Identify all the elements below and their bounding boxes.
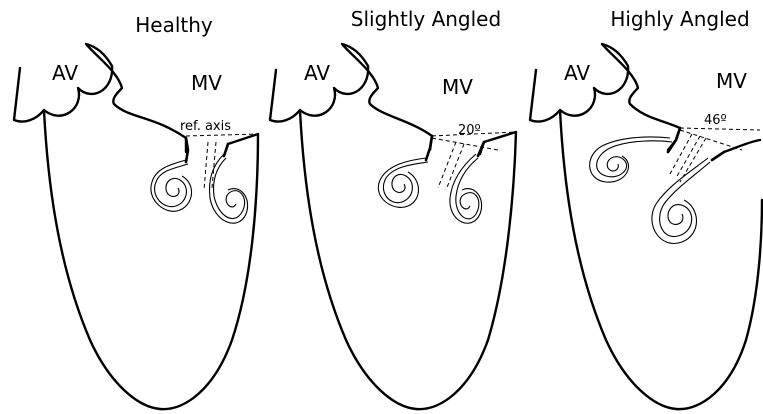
vortex-right bbox=[210, 154, 248, 223]
mitral-valve-label: MV bbox=[442, 75, 473, 99]
panel-title: Slightly Angled bbox=[351, 7, 501, 31]
panel-title: Highly Angled bbox=[610, 7, 749, 31]
reference-axis-label: ref. axis bbox=[180, 119, 231, 134]
aortic-valve-label: AV bbox=[304, 61, 330, 85]
heart-outline bbox=[14, 44, 258, 409]
mitral-valve-label: MV bbox=[716, 69, 747, 93]
angle-label: 46º bbox=[704, 113, 727, 128]
vortex-left bbox=[378, 158, 428, 207]
tilted-axis-line bbox=[446, 144, 464, 190]
aortic-valve-label: AV bbox=[564, 61, 590, 85]
angle-label: 20º bbox=[458, 123, 481, 138]
panel-highly-angled: Highly Angled AV MV 46º bbox=[530, 7, 762, 409]
posterior-leaflet bbox=[712, 152, 724, 160]
heart-outline bbox=[270, 44, 516, 409]
panel-slightly-angled: Slightly Angled AV MV 20º bbox=[270, 7, 516, 409]
anterior-leaflet bbox=[668, 128, 680, 152]
posterior-leaflet bbox=[224, 144, 228, 156]
tilted-axis-line bbox=[438, 142, 456, 188]
panel-title: Healthy bbox=[135, 13, 213, 37]
annulus-dashed-line bbox=[680, 128, 760, 130]
tilted-annulus-line bbox=[680, 130, 742, 150]
heart-outline bbox=[530, 44, 762, 409]
reference-axis-line bbox=[204, 142, 208, 190]
panel-healthy: Healthy AV MV ref. axis bbox=[14, 13, 258, 409]
tilted-axis-line bbox=[670, 134, 692, 174]
vortex-left bbox=[590, 137, 672, 182]
mitral-valve-label: MV bbox=[191, 71, 222, 95]
vortex-left bbox=[151, 160, 192, 211]
vortex-right bbox=[450, 154, 482, 223]
annulus-dashed-line bbox=[186, 134, 258, 136]
vortex-right bbox=[652, 158, 710, 243]
anterior-leaflet bbox=[426, 136, 432, 160]
aortic-valve-label: AV bbox=[52, 61, 78, 85]
